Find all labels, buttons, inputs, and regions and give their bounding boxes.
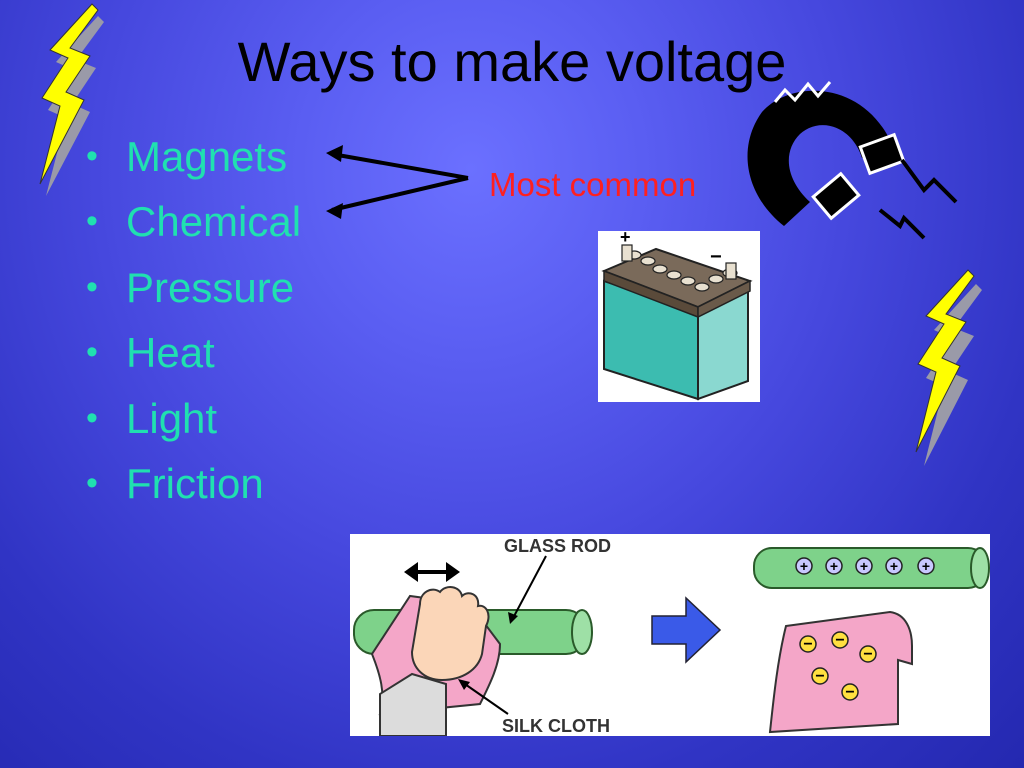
- bullet-label: Pressure: [126, 263, 295, 311]
- negative-charge: −: [863, 646, 872, 663]
- positive-charge: +: [800, 558, 808, 574]
- silk-cloth-label: SILK CLOTH: [502, 716, 610, 736]
- negative-charge: −: [803, 636, 812, 653]
- horseshoe-magnet-icon: [747, 81, 958, 240]
- battery-icon: + −: [601, 227, 753, 401]
- bullet-item-magnets: • Magnets: [86, 124, 301, 189]
- bullet-item-light: • Light: [86, 386, 301, 451]
- friction-diagram: GLASS ROD SILK CLOTH + + + + +: [353, 536, 990, 737]
- bullet-dot: •: [86, 464, 98, 503]
- bullet-label: Friction: [126, 460, 264, 508]
- lightning-bolt-icon: [39, 3, 104, 196]
- bullet-dot: •: [86, 398, 98, 437]
- negative-charge: −: [835, 632, 844, 649]
- battery-figure: + −: [598, 227, 760, 402]
- bullet-dot: •: [86, 333, 98, 372]
- bullet-dot: •: [86, 137, 98, 175]
- bullet-label: Light: [126, 394, 218, 442]
- friction-figure: GLASS ROD SILK CLOTH + + + + +: [350, 534, 990, 737]
- charged-glass-rod: + + + + +: [753, 547, 990, 589]
- most-common-label: Most common: [489, 166, 697, 203]
- positive-terminal-label: +: [620, 231, 631, 247]
- double-arrow-icon: [404, 562, 460, 582]
- positive-charge: +: [890, 558, 898, 574]
- bullet-dot: •: [86, 202, 98, 241]
- slide-title: Ways to make voltage: [237, 30, 787, 93]
- bracket-arrows: [326, 145, 469, 219]
- transition-arrow-icon: [651, 596, 722, 664]
- negative-charge: −: [845, 684, 854, 701]
- bullet-list: • Magnets • Chemical • Pressure • Heat • Ligh…: [86, 124, 301, 516]
- bullet-dot: •: [86, 267, 98, 306]
- bullet-label: Magnets: [126, 133, 288, 180]
- charged-silk-cloth: − − − − −: [768, 610, 913, 734]
- bullet-item-pressure: • Pressure: [86, 255, 301, 320]
- positive-charge: +: [830, 558, 838, 574]
- bullet-label: Heat: [126, 329, 215, 377]
- positive-charge: +: [860, 558, 868, 574]
- negative-charge: −: [815, 668, 824, 685]
- hand-icon: [379, 586, 490, 737]
- lightning-bolt-icon: [915, 269, 982, 466]
- bullet-label: Chemical: [126, 198, 302, 246]
- glass-rod-label: GLASS ROD: [504, 536, 611, 556]
- positive-charge: +: [922, 558, 930, 574]
- negative-terminal-label: −: [710, 246, 722, 268]
- bullet-item-friction: • Friction: [86, 451, 301, 516]
- bullet-item-heat: • Heat: [86, 320, 301, 385]
- bullet-item-chemical: • Chemical: [86, 189, 301, 254]
